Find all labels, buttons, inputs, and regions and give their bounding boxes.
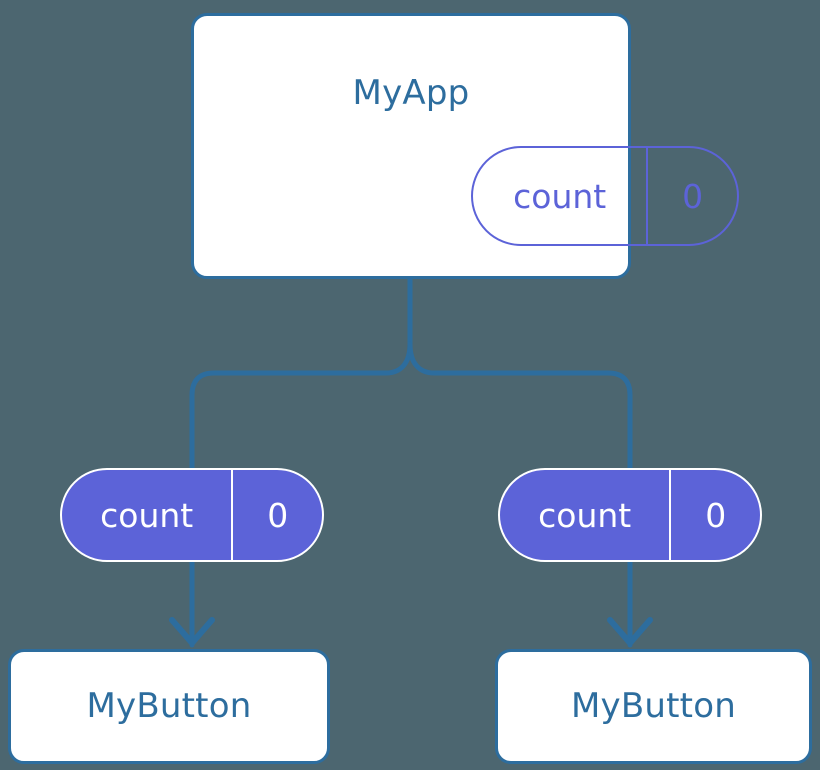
component-label-mybutton: MyButton (86, 686, 252, 726)
component-node-mybutton-left[interactable]: MyButton (8, 649, 330, 764)
state-key-label: count (500, 470, 672, 560)
state-value-label: 0 (682, 176, 704, 216)
component-node-myapp[interactable]: MyApp count 0 (191, 13, 739, 279)
component-label-mybutton: MyButton (571, 686, 736, 726)
arrow-down-icon-right (607, 559, 653, 648)
state-key-label: count (62, 470, 234, 560)
branch-line-right (407, 341, 633, 473)
component-label-myapp: MyApp (352, 73, 470, 113)
branch-line-left (189, 341, 413, 473)
state-pill-branch-right[interactable]: count 0 (498, 468, 762, 562)
state-pill-root[interactable]: count 0 (471, 146, 739, 246)
state-value-label: 0 (267, 495, 289, 535)
state-key-label: count (473, 148, 649, 244)
component-node-mybutton-right[interactable]: MyButton (495, 649, 812, 764)
arrow-down-icon-left (169, 559, 215, 648)
state-value-label: 0 (705, 495, 727, 535)
state-pill-branch-left[interactable]: count 0 (60, 468, 324, 562)
